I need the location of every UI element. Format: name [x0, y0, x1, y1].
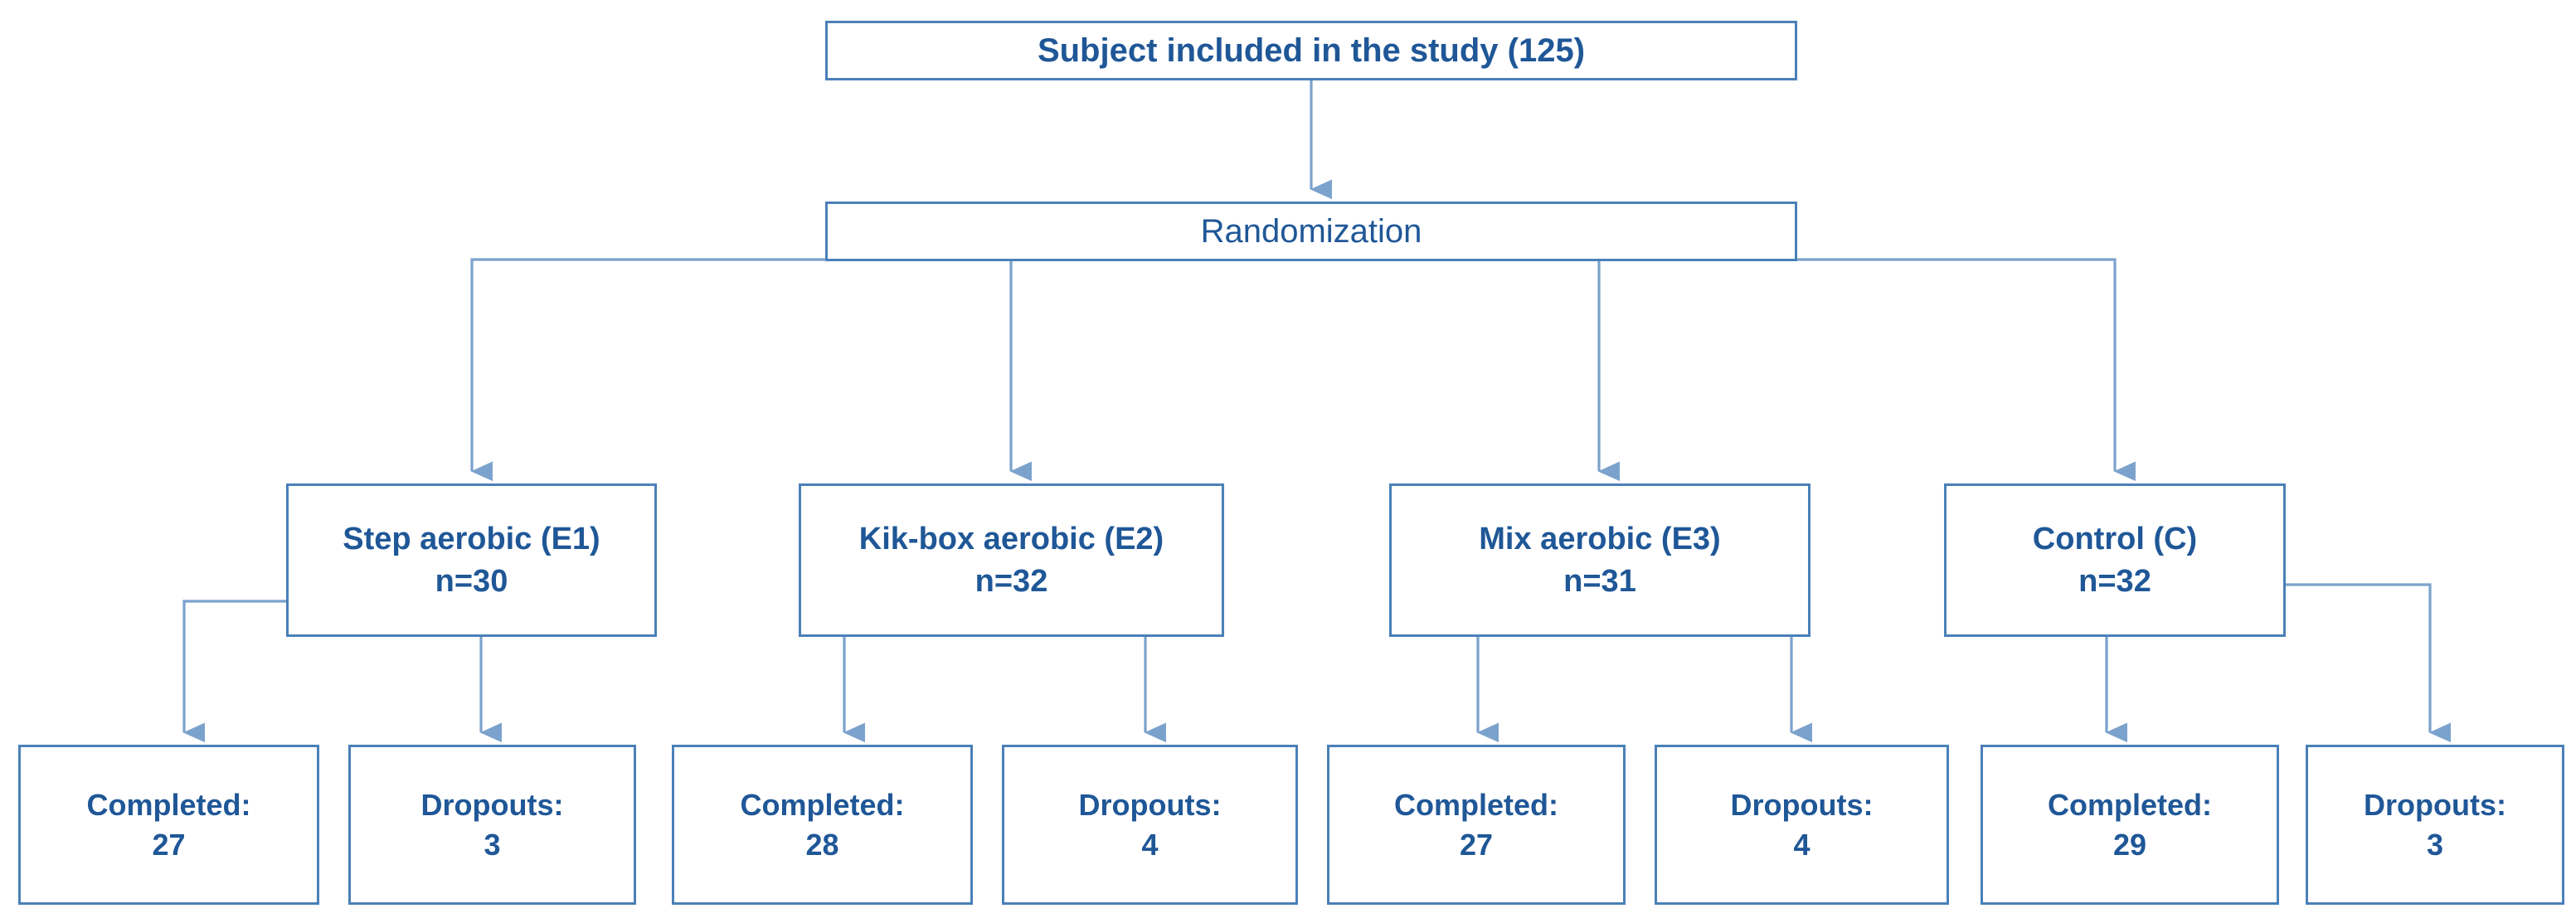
node-subject-included[interactable]: Subject included in the study (125) — [825, 21, 1797, 80]
connector-g1-to-completed — [182, 600, 286, 743]
node-randomization-label: Randomization — [1200, 212, 1422, 250]
node-group-mix-aerobic-n: n=31 — [1563, 563, 1636, 599]
node-outcome-e2-dropouts[interactable]: Dropouts: 4 — [1002, 745, 1298, 905]
node-outcome-c-completed[interactable]: Completed: 29 — [1981, 745, 2279, 905]
node-randomization[interactable]: Randomization — [825, 202, 1797, 261]
node-outcome-c-dropouts-label: Dropouts: — [2364, 787, 2506, 822]
node-group-mix-aerobic[interactable]: Mix aerobic (E3) n=31 — [1389, 483, 1810, 637]
node-outcome-e1-completed[interactable]: Completed: 27 — [18, 745, 319, 905]
node-outcome-e2-completed-value: 28 — [805, 827, 839, 862]
node-outcome-e1-completed-label: Completed: — [86, 787, 251, 822]
node-outcome-e3-dropouts-value: 4 — [1793, 827, 1810, 862]
node-outcome-e2-completed-label: Completed: — [740, 787, 905, 822]
node-outcome-e1-dropouts-value: 3 — [484, 827, 501, 862]
connector-g4-to-dropouts — [2286, 583, 2451, 743]
node-group-step-aerobic-n: n=30 — [435, 563, 508, 599]
node-outcome-c-completed-value: 29 — [2112, 827, 2147, 862]
node-group-mix-aerobic-name: Mix aerobic (E3) — [1479, 522, 1721, 557]
node-group-control-n: n=32 — [2078, 563, 2151, 599]
node-outcome-c-dropouts[interactable]: Dropouts: 3 — [2306, 745, 2564, 905]
node-outcome-e2-completed[interactable]: Completed: 28 — [672, 745, 973, 905]
node-group-control[interactable]: Control (C) n=32 — [1944, 483, 2286, 637]
node-group-kikbox-aerobic[interactable]: Kik-box aerobic (E2) n=32 — [799, 483, 1224, 637]
node-outcome-e3-completed-value: 27 — [1459, 827, 1494, 862]
node-outcome-e3-completed-label: Completed: — [1394, 787, 1558, 822]
node-group-kikbox-aerobic-name: Kik-box aerobic (E2) — [858, 522, 1164, 557]
node-outcome-e3-completed[interactable]: Completed: 27 — [1327, 745, 1626, 905]
connector-randomization-to-g4 — [1797, 258, 2136, 482]
node-outcome-e1-completed-value: 27 — [152, 827, 186, 862]
node-outcome-c-completed-label: Completed: — [2048, 787, 2212, 822]
node-group-step-aerobic-name: Step aerobic (E1) — [343, 522, 600, 557]
node-outcome-e3-dropouts[interactable]: Dropouts: 4 — [1655, 745, 1949, 905]
node-group-step-aerobic[interactable]: Step aerobic (E1) n=30 — [286, 483, 657, 637]
node-outcome-e3-dropouts-label: Dropouts: — [1730, 787, 1874, 822]
node-subject-included-label: Subject included in the study (125) — [1037, 32, 1586, 69]
connector-randomization-to-g1 — [470, 258, 825, 482]
node-outcome-e1-dropouts[interactable]: Dropouts: 3 — [348, 745, 636, 905]
node-group-control-name: Control (C) — [2032, 522, 2198, 557]
node-outcome-c-dropouts-value: 3 — [2426, 827, 2444, 862]
node-group-kikbox-aerobic-n: n=32 — [975, 563, 1048, 599]
node-outcome-e1-dropouts-label: Dropouts: — [420, 787, 564, 822]
node-outcome-e2-dropouts-label: Dropouts: — [1078, 787, 1222, 822]
node-outcome-e2-dropouts-value: 4 — [1141, 827, 1159, 862]
